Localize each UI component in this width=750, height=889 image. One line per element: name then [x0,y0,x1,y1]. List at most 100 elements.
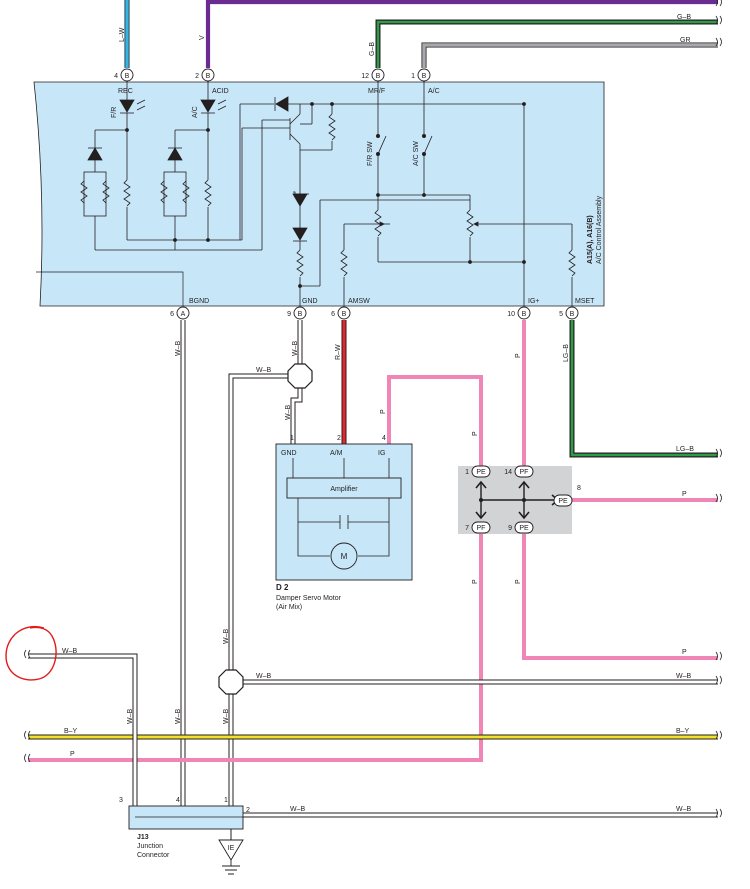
servo-pin-num-am: 2 [337,435,341,442]
servo-pin-num-ig: 4 [382,435,386,442]
wire-label-gb-vertical: G–B [369,42,376,56]
assembly-subtitle: A/C Control Assembly [596,195,603,264]
svg-text:7: 7 [465,525,469,532]
svg-text:B: B [522,311,527,318]
svg-text:5: 5 [559,311,563,318]
led-label-ac: A/C [192,106,199,118]
pin-ac: B 1 A/C [411,68,440,95]
svg-text:2: 2 [195,73,199,80]
svg-text:10: 10 [507,311,515,318]
lower-wire-labels: W–B W–B W–B W–B R–W P P P LG–B LG–B P P … [62,341,694,814]
wire-label-p-pin7: P [472,579,479,584]
ac-bottom-pins: A 6 B 9 B 6 B 10 B 5 [170,306,579,320]
servo-name: D 2 [276,583,289,592]
servo-desc-2: (Air Mix) [276,604,302,611]
jb-pin-7: PF 7 [465,521,491,534]
j13-pin-4: 4 [176,797,180,804]
servo-pin-ig: IG [378,450,385,457]
wire-label-wb-j13-4: W–B [175,709,182,725]
pin-mrf: B 12 MR/F [361,68,385,95]
jb-pin-9: PE 9 [508,521,534,534]
j13-desc-1: Junction [137,843,163,850]
damper-servo-motor: 1 2 4 GND A/M IG Amplifier M D 2 Damper … [275,435,413,611]
led-label-fr: F/R [111,107,118,118]
svg-text:6: 6 [331,311,335,318]
pin-bgnd: A 6 [170,306,190,320]
wire-label-wb-bgnd: W–B [175,341,182,357]
junction-block: PE 1 PF 14 PE 8 PF 7 PE 9 [458,465,581,534]
assembly-title: A15(A), A16(B) [587,215,594,264]
pin-ig: B 10 [507,306,531,320]
j13-desc-2: Connector [137,852,170,859]
svg-text:ACID: ACID [212,88,229,95]
splice-lower [218,669,244,695]
j13-pin-2: 2 [246,807,250,814]
svg-text:9: 9 [287,311,291,318]
wire-label-p-lower-right: P [682,649,687,656]
ac-control-assembly [33,81,605,307]
j13-name: J13 [137,834,149,841]
ground-label: IE [228,845,235,852]
svg-text:PE: PE [476,469,486,476]
svg-text:A: A [181,311,186,318]
pin-label-amsw: AMSW [348,298,370,305]
servo-pin-am: A/M [330,450,343,457]
jb-pin-8: PE 8 [553,485,581,507]
servo-desc-1: Damper Servo Motor [276,595,342,602]
annotation-circle [5,625,57,681]
wire-label-p-jb1: P [472,431,479,436]
wire-break-marks-top [715,0,722,47]
svg-text:1: 1 [411,73,415,80]
svg-text:12: 12 [361,73,369,80]
wire-label-wb-j13-2-right: W–B [676,806,692,813]
wire-label-wb-j13-3: W–B [127,709,134,725]
svg-text:B: B [376,73,381,80]
svg-text:REC: REC [118,88,133,95]
jb-pin-14: PF 14 [504,465,534,478]
amplifier-label: Amplifier [330,486,358,493]
wire-label-p-right: P [682,491,687,498]
svg-text:B: B [125,73,130,80]
svg-text:B: B [298,311,303,318]
amplifier-block [286,477,402,499]
wire-label-wb-vertical-lower: W–B [223,629,230,645]
pin-label-mset: MSET [575,298,595,305]
wire-label-gr: GR [680,37,691,44]
wire-label-lgb: LG–B [676,446,694,453]
wire-label-wb-682-left: W–B [256,673,272,680]
pin-label-gnd: GND [302,298,318,305]
wire-label-by-left: B–Y [64,728,78,735]
svg-text:PE: PE [558,498,568,505]
pin-acid: B 2 ACID [195,68,229,95]
pin-gnd: B 9 [287,306,307,320]
pin-mset: B 5 [559,306,579,320]
svg-text:8: 8 [577,485,581,492]
svg-text:14: 14 [504,469,512,476]
svg-text:B: B [570,311,575,318]
svg-text:9: 9 [508,525,512,532]
wire-label-p-ig: P [515,353,522,358]
ac-internal-circuit [80,81,576,306]
servo-pin-gnd: GND [281,450,297,457]
pin-rec: B 4 REC [114,68,134,95]
svg-text:B: B [422,73,427,80]
wire-label-lgb-vertical: LG–B [563,344,570,362]
lower-wires [24,320,722,818]
j13-pin-3: 3 [119,797,123,804]
svg-text:MR/F: MR/F [368,88,385,95]
svg-text:PF: PF [477,525,486,532]
svg-text:4: 4 [114,73,118,80]
wire-label-p-pin9: P [515,579,522,584]
svg-text:1: 1 [465,469,469,476]
wire-label-wb-gnd: W–B [292,341,299,357]
svg-text:B: B [342,311,347,318]
wire-label-wb-splice: W–B [256,367,272,374]
pin-label-bgnd: BGND [189,298,209,305]
wire-v [205,0,718,68]
jb-pin-1: PE 1 [465,465,491,478]
top-wires: L–W V G–B G–B GR [119,0,722,68]
wire-label-p-left: P [70,751,75,758]
j13-pin-1: 1 [224,797,228,804]
wire-gr [421,42,718,68]
